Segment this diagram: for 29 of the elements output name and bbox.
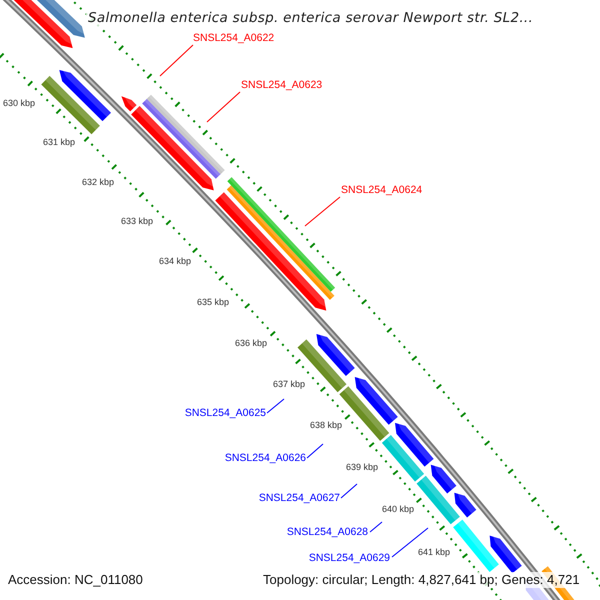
gene-label: SNSL254_A0627 [258,491,340,505]
leader-line [306,444,324,458]
gene-label: SNSL254_A0628 [286,525,368,539]
tick-label: 639 kbp [345,462,380,472]
leader-line [160,44,194,76]
tick-label: 640 kbp [381,504,416,514]
tick-label: 637 kbp [272,379,306,389]
gene-label: SNSL254_A0622 [193,31,274,45]
tick-label: 641 kbp [417,547,452,557]
tick-label: 632 kbp [81,177,116,187]
gene-label: SNSL254_A0626 [224,451,306,465]
tick-label: 638 kbp [309,420,344,430]
gene-label: SNSL254_A0625 [184,406,266,420]
leader-line [206,92,240,122]
gene-label: SNSL254_A0623 [241,78,322,92]
tick-label: 633 kbp [120,216,154,226]
tick-label: 631 kbp [42,137,76,147]
leader-line [370,522,382,532]
leader-line [304,196,340,226]
tick-label: 630 kbp [2,98,36,108]
leader-line [266,398,284,414]
tick-label: 635 kbp [196,297,230,307]
leader-line [340,484,358,498]
tick-label: 636 kbp [234,338,268,348]
tick-label: 634 kbp [158,256,192,266]
leader-line [392,528,428,558]
gene-label: SNSL254_A0624 [341,183,422,197]
map-info: Accession: NC_011080 [8,572,143,588]
gene-label: SNSL254_A0629 [308,551,390,565]
